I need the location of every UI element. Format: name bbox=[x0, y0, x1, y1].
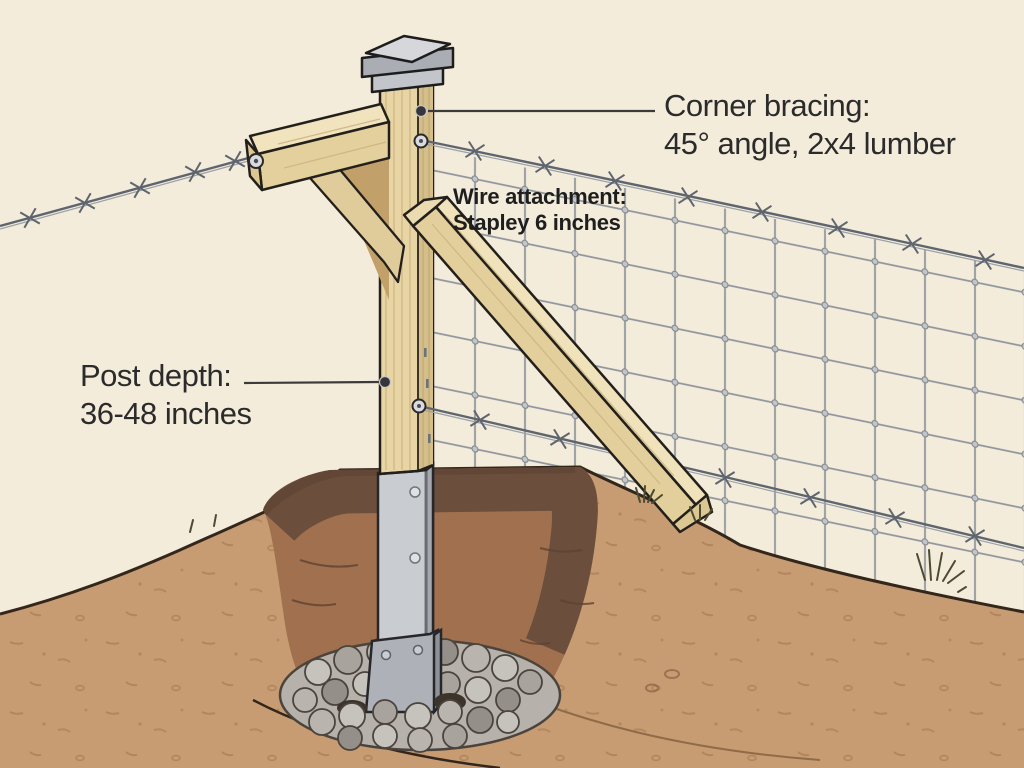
horizontal-brace bbox=[244, 102, 391, 192]
post-depth-label: Post depth: 36-48 inches bbox=[80, 357, 252, 434]
leader-lines bbox=[243, 104, 655, 389]
collar-rivet bbox=[380, 649, 392, 661]
metal-post-sleeve bbox=[337, 461, 466, 716]
grass-tufts bbox=[189, 485, 967, 593]
wire-staples bbox=[411, 133, 431, 443]
sleeve-rivet bbox=[409, 552, 421, 564]
sleeve-rivet bbox=[409, 486, 421, 498]
diagonal-brace-long bbox=[402, 195, 714, 534]
wire-attachment-line2: Stapley 6 inches bbox=[453, 209, 621, 235]
corner-bracing-label: Corner bracing: 45° angle, 2x4 lumber bbox=[664, 87, 956, 164]
corner-bracing-line2: 45° angle, 2x4 lumber bbox=[664, 126, 956, 162]
soil-contour-line bbox=[539, 702, 821, 761]
mesh-staple bbox=[426, 379, 429, 388]
mesh-staple bbox=[428, 434, 431, 443]
corner-bracing-line1: Corner bracing: bbox=[664, 88, 871, 123]
ground-edge bbox=[0, 465, 1024, 616]
hole-crack-lines bbox=[291, 547, 595, 645]
post-depth-line2: 36-48 inches bbox=[80, 396, 252, 432]
barbed-wire-top bbox=[420, 138, 1024, 272]
wood-metal-joint bbox=[377, 463, 434, 476]
post-depth-line1: Post depth: bbox=[80, 358, 232, 393]
leader-dot-corner-bracing bbox=[414, 104, 428, 118]
leader-dot-post-depth bbox=[378, 375, 392, 389]
wire-attachment-label: Wire attachment: Stapley 6 inches bbox=[453, 184, 627, 236]
leader-line-post-depth bbox=[243, 380, 381, 385]
wire-attachment-line1: Wire attachment: bbox=[453, 184, 627, 209]
barbed-wire-lower bbox=[418, 404, 1024, 552]
post-cap bbox=[360, 34, 455, 94]
barbed-wire-left bbox=[0, 150, 253, 230]
gravel-front bbox=[308, 699, 520, 753]
sleeve-collar bbox=[364, 628, 443, 714]
collar-rivet bbox=[412, 644, 424, 656]
mesh-staple bbox=[424, 348, 427, 357]
